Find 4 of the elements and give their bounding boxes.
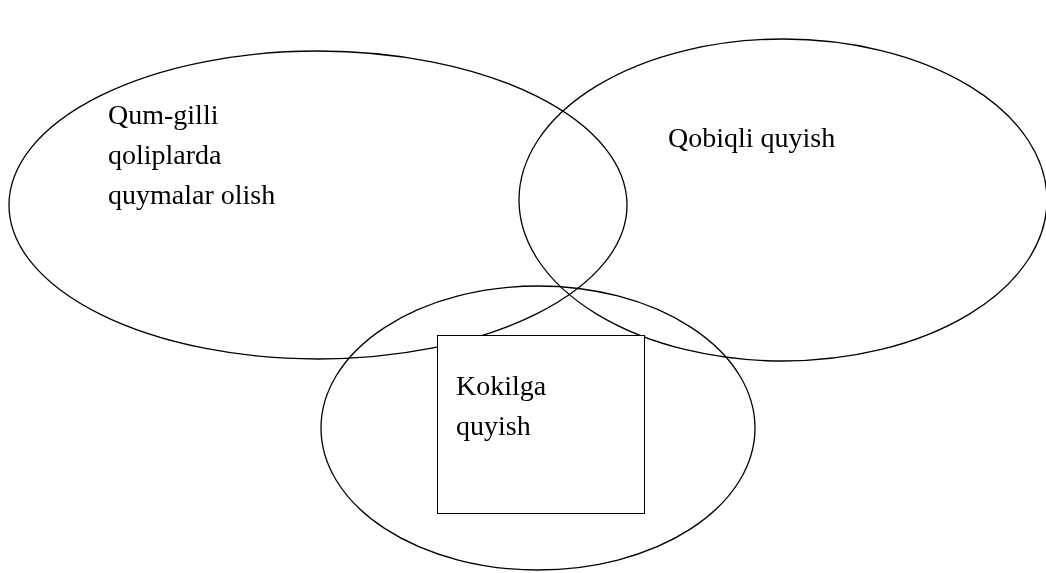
ellipse-label: Qum-gilli qoliplarda quymalar olish xyxy=(108,98,277,212)
ellipse-label: Qobiqli quyish xyxy=(668,121,837,155)
box-label: Kokilga quyish xyxy=(456,369,548,443)
process-box xyxy=(437,335,645,514)
